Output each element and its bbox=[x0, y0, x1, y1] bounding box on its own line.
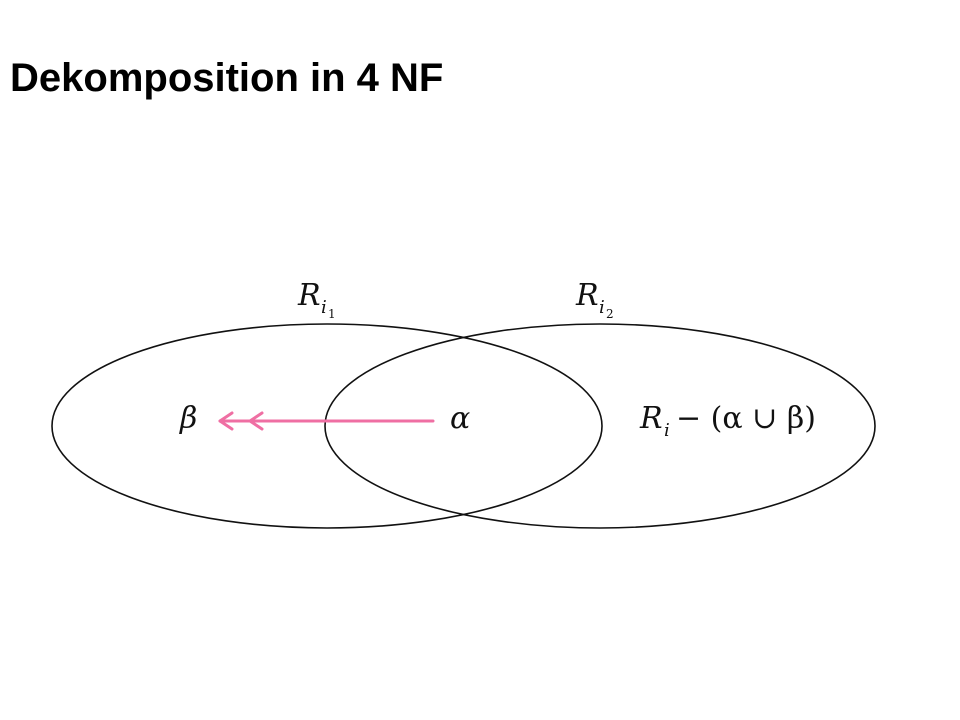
remainder-subscript: i bbox=[664, 420, 670, 441]
remainder-label: R i − (α ∪ β) bbox=[639, 401, 816, 441]
slide-title: Dekomposition in 4 NF bbox=[10, 56, 444, 100]
set-ri2-ellipse bbox=[324, 323, 876, 529]
mvd-arrow-head-inner bbox=[248, 411, 264, 431]
remainder-symbol: R bbox=[639, 401, 663, 436]
set-ri1-subsubscript: 1 bbox=[328, 307, 336, 321]
remainder-rest: − (α ∪ β) bbox=[676, 401, 816, 436]
beta-label: β bbox=[179, 401, 197, 436]
set-ri1-symbol: R bbox=[297, 278, 321, 313]
set-ri1-subscript: i bbox=[321, 297, 327, 318]
set-ri2-subscript: i bbox=[599, 297, 605, 318]
mvd-arrow-head-outer bbox=[218, 411, 234, 431]
set-ri1-ellipse bbox=[51, 323, 603, 529]
mvd-arrow bbox=[218, 411, 435, 431]
set-ri2-symbol: R bbox=[575, 278, 599, 313]
set-ri1-label: R i 1 bbox=[297, 278, 336, 321]
set-ri2-subsubscript: 2 bbox=[606, 307, 614, 321]
set-ri2-label: R i 2 bbox=[575, 278, 614, 321]
alpha-label: α bbox=[450, 401, 470, 436]
